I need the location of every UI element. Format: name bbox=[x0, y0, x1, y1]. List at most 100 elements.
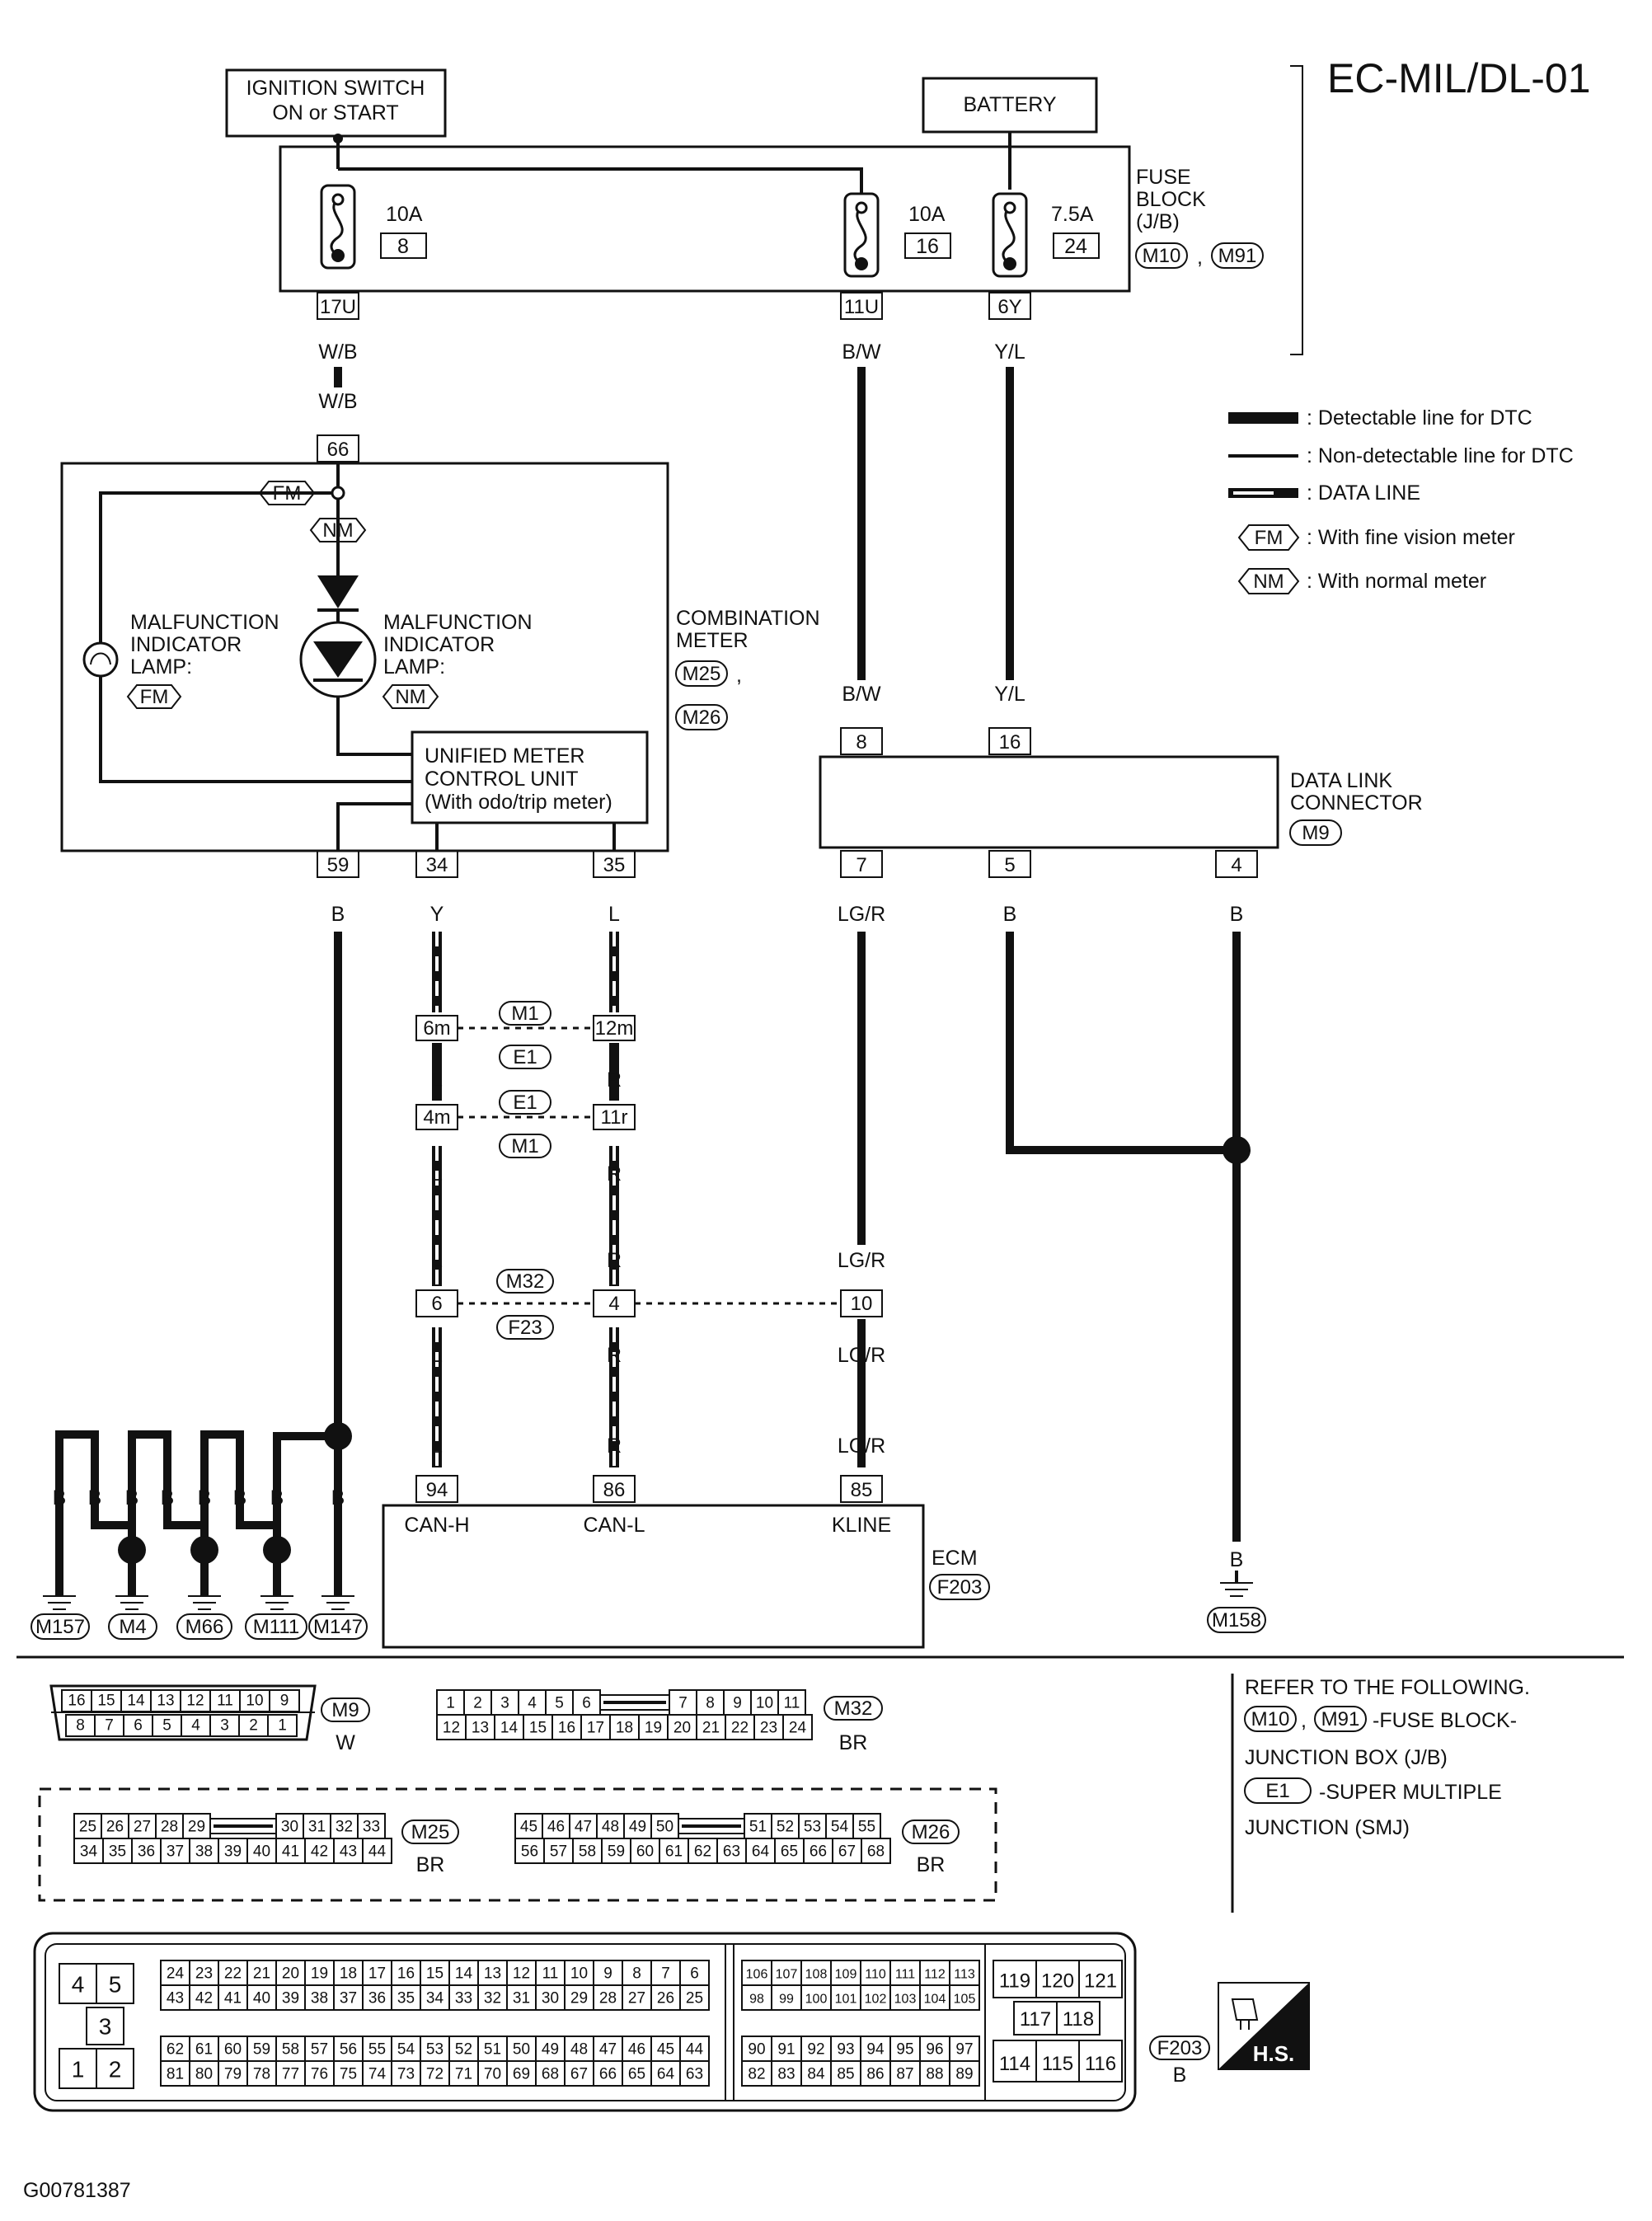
f203-pin-cell bbox=[448, 1984, 479, 2011]
gnd-b-2: B bbox=[88, 1486, 102, 1510]
f203-pin-label: 78 bbox=[253, 2066, 270, 2083]
m25-view-tag bbox=[401, 1820, 459, 1844]
wire-b-59-label: B bbox=[331, 903, 345, 926]
f203-pin-label: 54 bbox=[397, 2041, 415, 2059]
f203-pin-label: 103 bbox=[894, 1993, 917, 2007]
f203-view-color: B bbox=[1173, 2064, 1187, 2087]
m32-pin-label: 1 bbox=[446, 1695, 455, 1712]
m32-pin-cell bbox=[436, 1714, 467, 1740]
term-6y bbox=[988, 292, 1031, 320]
f203-pin-label: 92 bbox=[807, 2041, 824, 2059]
dlc-term-16 bbox=[988, 727, 1031, 755]
m25-pin-label: 42 bbox=[311, 1843, 328, 1861]
gnd-m111-label: M111 bbox=[253, 1616, 299, 1638]
m32-pin-label: 16 bbox=[558, 1720, 575, 1737]
m32-pin-cell bbox=[551, 1714, 582, 1740]
m9-outline bbox=[49, 1684, 317, 1741]
term-6y-label: 6Y bbox=[997, 296, 1021, 318]
m9-pin-label: 13 bbox=[157, 1693, 174, 1710]
f203-pin-label: 117 bbox=[1020, 2008, 1051, 2031]
f203-pin-label: 120 bbox=[1041, 1970, 1074, 1992]
f203-pin-cell bbox=[96, 1963, 134, 2004]
m9-pin-label: 14 bbox=[127, 1693, 145, 1710]
conn-m25-tag bbox=[675, 660, 728, 687]
m25-pin-label: 38 bbox=[195, 1843, 213, 1861]
joint-row3-top-tag bbox=[496, 1269, 554, 1294]
f203-view-tag bbox=[1149, 2036, 1210, 2060]
m25-pin-cell bbox=[131, 1838, 162, 1864]
m25-pin-label: 36 bbox=[138, 1843, 155, 1861]
m26-pin-cell bbox=[596, 1813, 625, 1839]
conn-f203-label: F203 bbox=[937, 1576, 983, 1599]
f203-pin-cell bbox=[189, 1984, 219, 2011]
ecm-term-94 bbox=[415, 1475, 458, 1503]
joint-4m-label: 4m bbox=[423, 1106, 450, 1129]
joint-row1-bottom-label: E1 bbox=[513, 1046, 537, 1068]
f203-pin-label: 29 bbox=[570, 1990, 588, 2007]
m26-pin-label: 67 bbox=[838, 1843, 856, 1861]
f203-pin-cell bbox=[420, 2060, 450, 2087]
m25-pin-label: 40 bbox=[253, 1843, 270, 1861]
refer-e1-label: E1 bbox=[1265, 1780, 1289, 1802]
m32-pin-label: 4 bbox=[528, 1695, 537, 1712]
m32-view-id: M32 bbox=[834, 1697, 873, 1720]
f203-pin-label: 105 bbox=[954, 1993, 976, 2007]
wire-b-5 bbox=[1006, 932, 1237, 1154]
f203-pin-cell bbox=[448, 1960, 479, 1986]
f203-pin-label: 33 bbox=[455, 1990, 472, 2007]
m32-pin-label: 24 bbox=[789, 1720, 807, 1737]
m32-pin-label: 19 bbox=[645, 1720, 662, 1737]
m32-pin-label: 8 bbox=[706, 1695, 715, 1712]
gnd-m66-tag bbox=[176, 1613, 232, 1640]
f203-pin-label: 82 bbox=[748, 2066, 765, 2083]
m9-pin-cell bbox=[239, 1689, 270, 1712]
mil-left-3: LAMP: bbox=[130, 655, 192, 679]
ignition-switch-label: IGNITION SWITCH bbox=[246, 77, 425, 100]
m25-pin-cell bbox=[155, 1813, 184, 1839]
f203-pin-label: 91 bbox=[777, 2041, 795, 2059]
m25-pin-label: 26 bbox=[106, 1819, 124, 1836]
m9-pin-label: 6 bbox=[134, 1717, 143, 1735]
dlc-ground-junction bbox=[1223, 1136, 1251, 1164]
term-35-label: 35 bbox=[603, 854, 626, 876]
conn-m26-tag bbox=[675, 704, 728, 730]
legend-fm-text: : With fine vision meter bbox=[1307, 526, 1515, 549]
conn-f203-tag bbox=[929, 1574, 990, 1600]
joint-4-label: 4 bbox=[608, 1293, 619, 1315]
f203-pin-cell bbox=[741, 1984, 772, 2011]
m32-pin-cell bbox=[782, 1714, 813, 1740]
m32-pin-label: 10 bbox=[756, 1695, 773, 1712]
ign-junction bbox=[333, 134, 343, 143]
wire-lgr-label-1: LG/R bbox=[838, 903, 885, 926]
m9-view-color: W bbox=[336, 1731, 355, 1754]
combo-meter-label-2: METER bbox=[676, 629, 749, 652]
f203-pin-label: 24 bbox=[167, 1965, 185, 1983]
nm-tag-lamp bbox=[382, 684, 439, 709]
f203-pin-label: 75 bbox=[340, 2066, 357, 2083]
f203-pin-label: 31 bbox=[513, 1990, 530, 2007]
m9-pin-cell bbox=[209, 1689, 241, 1712]
f203-pin-label: 53 bbox=[426, 2041, 444, 2059]
mil-right-2: INDICATOR bbox=[383, 633, 495, 656]
m32-pin-label: 11 bbox=[784, 1695, 800, 1712]
fuse-8-num: 8 bbox=[397, 235, 409, 258]
m32-pin-label: 3 bbox=[500, 1695, 509, 1712]
refer-line-3: JUNCTION BOX (J/B) bbox=[1245, 1746, 1448, 1769]
f203-pin-label: 66 bbox=[599, 2066, 617, 2083]
f203-pin-cell bbox=[86, 2007, 124, 2045]
f203-pin-label: 108 bbox=[805, 1968, 828, 1982]
m32-pin-label: 23 bbox=[760, 1720, 777, 1737]
m26-pin-label: 51 bbox=[749, 1819, 767, 1836]
m25-view-color: BR bbox=[416, 1853, 445, 1876]
m32-pin-cell bbox=[523, 1714, 553, 1740]
wire-r-row4: R bbox=[607, 1434, 622, 1458]
joint-11r bbox=[593, 1104, 636, 1130]
f203-pin-label: 73 bbox=[397, 2066, 415, 2083]
refer-line-2: -FUSE BLOCK- bbox=[1373, 1709, 1517, 1732]
m9-pin-label: 4 bbox=[191, 1717, 200, 1735]
data-link-connector-box bbox=[819, 755, 1279, 849]
fm-tag-lamp-label: FM bbox=[140, 686, 169, 708]
ecm-term-86-label: 86 bbox=[603, 1479, 626, 1501]
